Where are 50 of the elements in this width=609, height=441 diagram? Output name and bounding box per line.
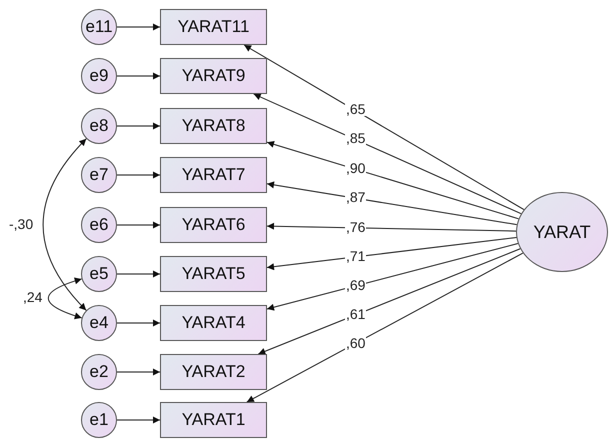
covariance-arrow — [42, 138, 87, 311]
observed-variable-box: YARAT5 — [160, 256, 267, 292]
edge-label: ,61 — [345, 307, 366, 322]
edge-label: -,30 — [8, 217, 34, 231]
arrow — [116, 72, 160, 80]
observed-variable-box: YARAT9 — [160, 58, 267, 94]
error-circle: e6 — [81, 207, 117, 243]
edge-label: ,87 — [345, 190, 366, 204]
edge-label: ,69 — [345, 278, 366, 292]
observed-variable-box: YARAT7 — [160, 157, 267, 193]
error-circle: e11 — [81, 9, 117, 45]
error-circle: e7 — [81, 157, 117, 193]
edge-label: ,90 — [345, 161, 366, 176]
covariance-arrow — [48, 278, 82, 320]
edge-label: ,24 — [22, 290, 44, 304]
arrow — [253, 94, 522, 214]
arrow — [266, 140, 520, 220]
observed-variable-box: YARAT11 — [160, 9, 267, 45]
observed-variable-box: YARAT1 — [160, 402, 267, 438]
edge-label: ,60 — [345, 336, 366, 350]
arrow — [246, 252, 524, 402]
error-circle: e5 — [81, 256, 117, 292]
observed-variable-box: YARAT6 — [160, 207, 267, 243]
arrow — [266, 237, 517, 270]
error-circle: e9 — [81, 58, 117, 94]
error-circle: e8 — [81, 108, 117, 144]
arrow — [116, 122, 160, 130]
edge-label: ,85 — [345, 131, 366, 146]
error-circle: e1 — [81, 402, 117, 438]
observed-variable-box: YARAT8 — [160, 108, 267, 144]
edge-label: ,65 — [345, 102, 366, 116]
arrow — [116, 270, 160, 278]
observed-variable-box: YARAT2 — [160, 354, 267, 390]
error-circle: e2 — [81, 354, 117, 390]
arrow — [116, 172, 160, 178]
arrow — [258, 248, 521, 355]
arrow — [116, 222, 160, 228]
arrow — [266, 222, 516, 232]
arrow — [116, 320, 160, 326]
latent-variable-ellipse: YARAT — [516, 192, 608, 272]
arrow — [244, 44, 524, 210]
edge-label: ,71 — [345, 248, 366, 263]
arrow — [116, 24, 160, 30]
arrow — [116, 416, 160, 424]
arrow — [116, 368, 160, 376]
observed-variable-box: YARAT4 — [160, 305, 267, 341]
error-circle: e4 — [81, 305, 117, 341]
arrow — [266, 243, 518, 311]
arrow — [266, 181, 518, 226]
edge-label: ,76 — [345, 220, 366, 234]
